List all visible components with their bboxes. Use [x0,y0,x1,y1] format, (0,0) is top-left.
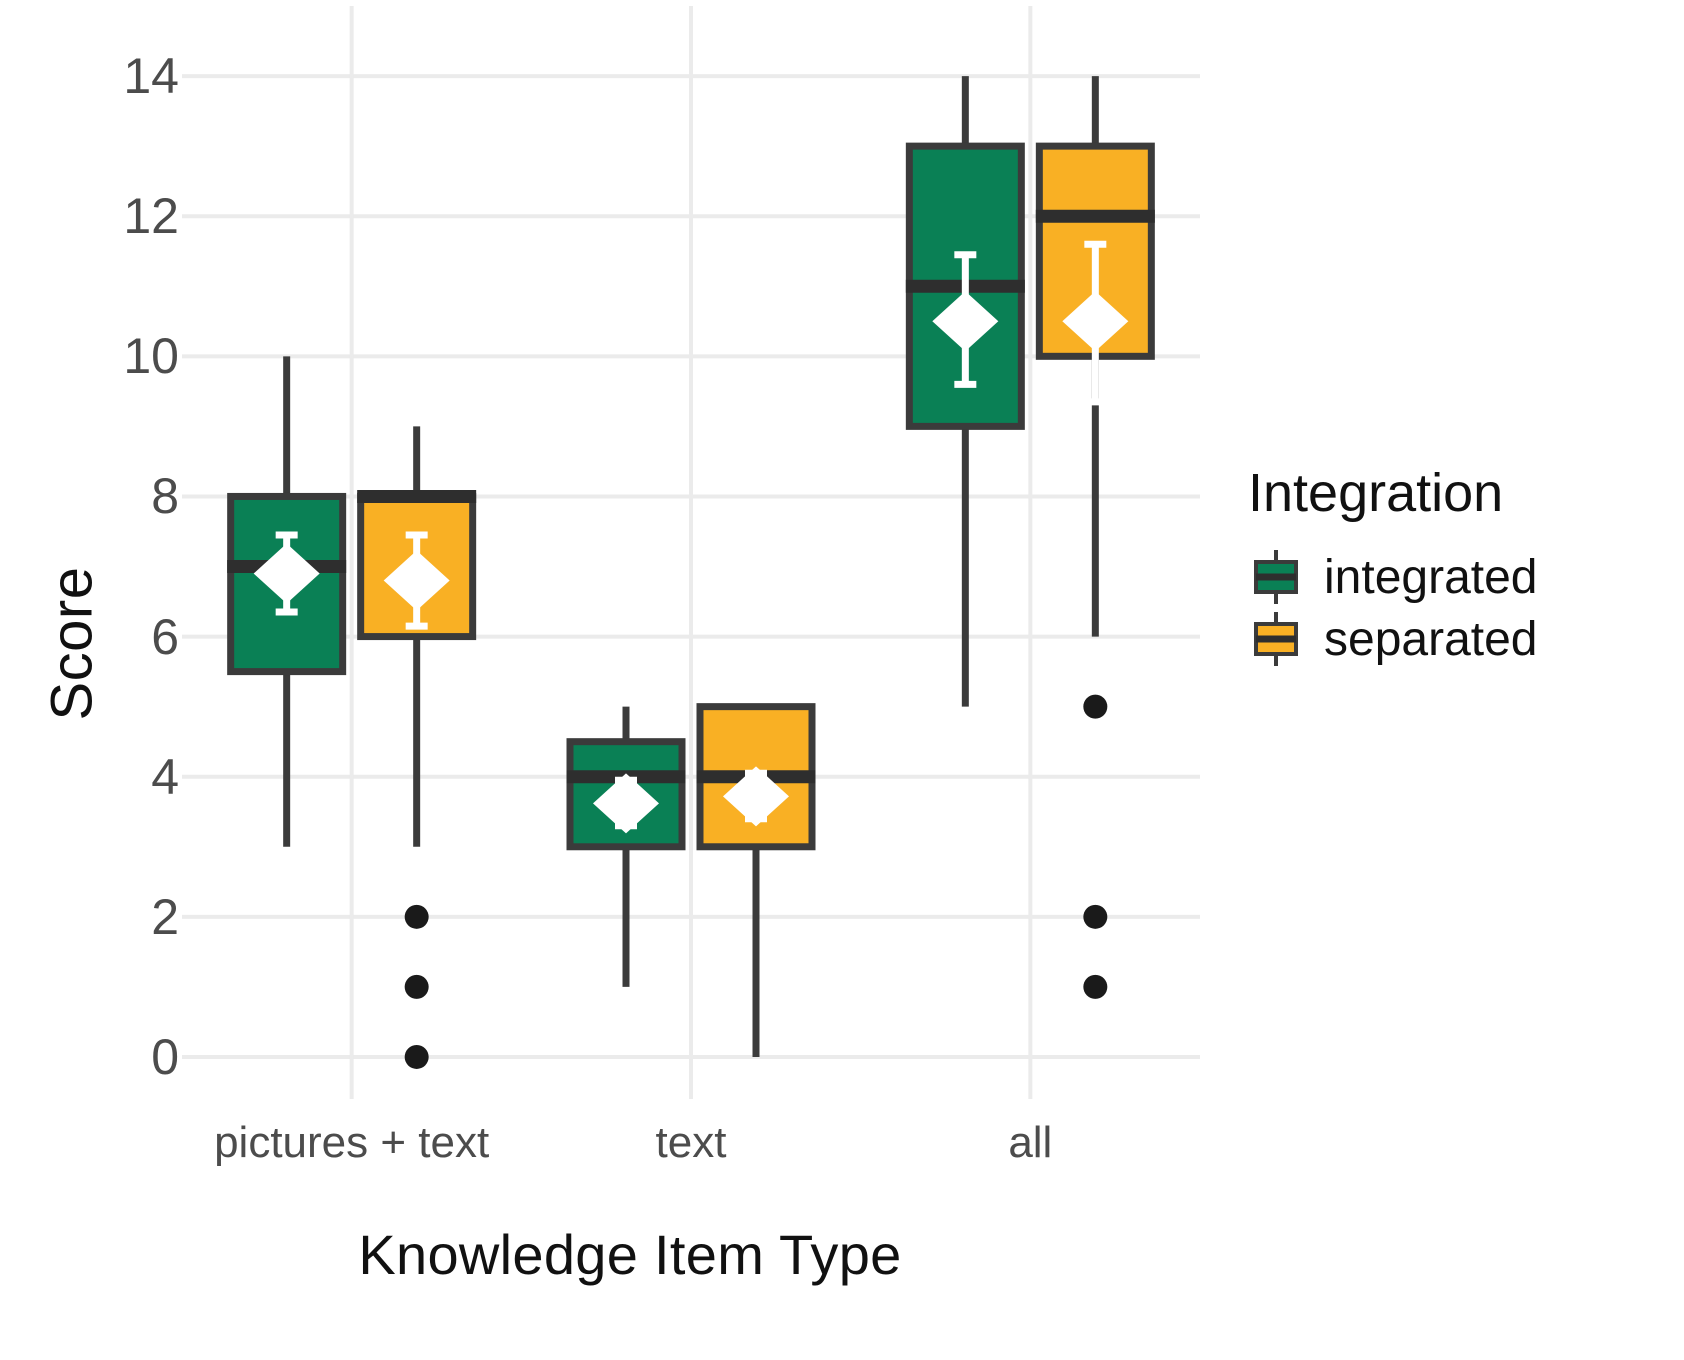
outlier-point [404,974,429,999]
boxplot-integrated-pictures + text [227,356,347,847]
mean-diamond-marker [932,291,999,352]
plot-panel [182,6,1200,1099]
y-axis-tick-label: 6 [151,608,179,665]
mean-diamond-marker [1062,291,1129,352]
legend-title: Integration [1248,463,1504,523]
y-axis-tick-label: 10 [123,328,179,385]
outlier-point [1083,904,1108,929]
boxplot-integrated-all [905,76,1025,707]
x-axis-tick-label-all: all [1008,1118,1053,1167]
x-axis-title-text: Knowledge Item Type [358,1223,902,1286]
outlier-point [404,1044,429,1069]
outlier-point [1083,974,1108,999]
legend-key-boxplot-icon [1248,608,1304,670]
x-axis-title: Knowledge Item Type [0,1222,1684,1287]
legend-item-label: integrated [1324,550,1538,604]
mean-diamond-marker [383,550,450,611]
y-axis-tick-label: 8 [151,468,179,525]
legend-item-integrated[interactable]: integrated [1248,546,1668,608]
boxplot-separated-all [1035,76,1155,999]
y-axis-tick-label: 4 [151,748,179,805]
x-axis-tick-label-text: text [655,1118,727,1167]
legend-items: integrated separated [1248,546,1668,670]
outlier-point [1083,694,1108,719]
legend-key-boxplot-icon [1248,546,1304,608]
y-axis-tick-label: 2 [151,888,179,945]
boxplot-separated-pictures + text [357,426,477,1069]
legend-item-separated[interactable]: separated [1248,608,1668,670]
boxplot-separated-text [696,703,816,1057]
mean-diamond-marker [723,766,789,827]
outlier-point [404,904,429,929]
legend: Integration integrated separated [1248,462,1668,670]
y-axis-tick-label: 14 [123,48,179,105]
boxplot-canvas [182,6,1200,1099]
boxplot-integrated-text [566,706,686,987]
y-axis-tick-label: 12 [123,188,179,245]
x-axis-tick-label-pictures-text: pictures + text [214,1118,490,1167]
legend-item-label: separated [1324,612,1538,666]
mean-diamond-marker [593,773,659,834]
y-axis-tick-label: 0 [151,1028,179,1085]
